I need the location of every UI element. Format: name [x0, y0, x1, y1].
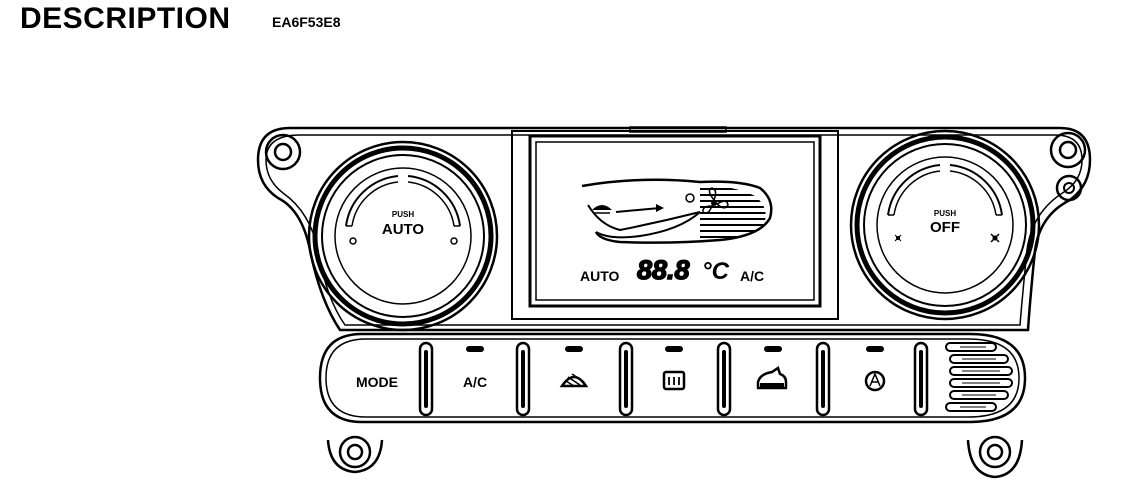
knob-left-auto-label: AUTO: [382, 221, 425, 238]
fan-indicator-icon: [702, 187, 729, 214]
display-ac-label: A/C: [740, 268, 764, 284]
page-title: DESCRIPTION: [20, 2, 231, 35]
display-temp-unit: °C: [702, 258, 730, 285]
ac-button[interactable]: A/C: [463, 346, 487, 390]
airflow-graphic: [581, 178, 773, 244]
screw-top-right-icon: [1049, 131, 1087, 169]
rear-defrost-icon: [662, 370, 686, 391]
knob-right-small-label: PUSH: [934, 209, 956, 218]
recirculation-led: [764, 346, 782, 352]
mode-button[interactable]: MODE: [356, 374, 398, 390]
vent-grille: [945, 342, 1013, 412]
fan-low-icon: [894, 234, 902, 242]
button-strip: [318, 332, 1027, 424]
auto-recirc-button[interactable]: [864, 346, 886, 392]
display-auto-label: AUTO: [580, 268, 620, 284]
front-defrost-icon: [559, 373, 589, 388]
auto-recirc-led: [866, 346, 884, 352]
screw-side-right-icon: [1055, 174, 1083, 202]
recirculation-button[interactable]: [756, 346, 788, 390]
fan-knob-right[interactable]: PUSH OFF: [849, 129, 1041, 321]
mode-button-label: MODE: [356, 374, 398, 390]
button-dividers: [418, 341, 929, 417]
rear-defrost-led: [665, 346, 683, 352]
front-defrost-button[interactable]: [559, 346, 589, 388]
knob-right-off-label: OFF: [930, 219, 960, 236]
screw-top-left-icon: [264, 133, 302, 171]
screw-bottom-right-icon: [978, 435, 1012, 469]
auto-recirc-icon: [864, 370, 886, 392]
recirculation-icon: [756, 366, 788, 390]
fan-high-icon: [990, 233, 1000, 243]
display-screen: AUTO 88.8 °C A/C: [511, 126, 839, 320]
ac-button-label: A/C: [463, 374, 487, 390]
ac-indicator-led: [466, 346, 484, 352]
windshield-vent-icon: [592, 205, 612, 214]
front-defrost-led: [565, 346, 583, 352]
knob-left-small-label: PUSH: [392, 210, 414, 219]
display-temp-value: 88.8: [637, 255, 690, 285]
temperature-knob-left[interactable]: PUSH AUTO: [307, 140, 499, 332]
rear-defrost-button[interactable]: [662, 346, 686, 391]
screw-bottom-left-icon: [338, 435, 372, 469]
panel-outline: [256, 126, 1092, 332]
document-code: EA6F53E8: [272, 14, 341, 30]
